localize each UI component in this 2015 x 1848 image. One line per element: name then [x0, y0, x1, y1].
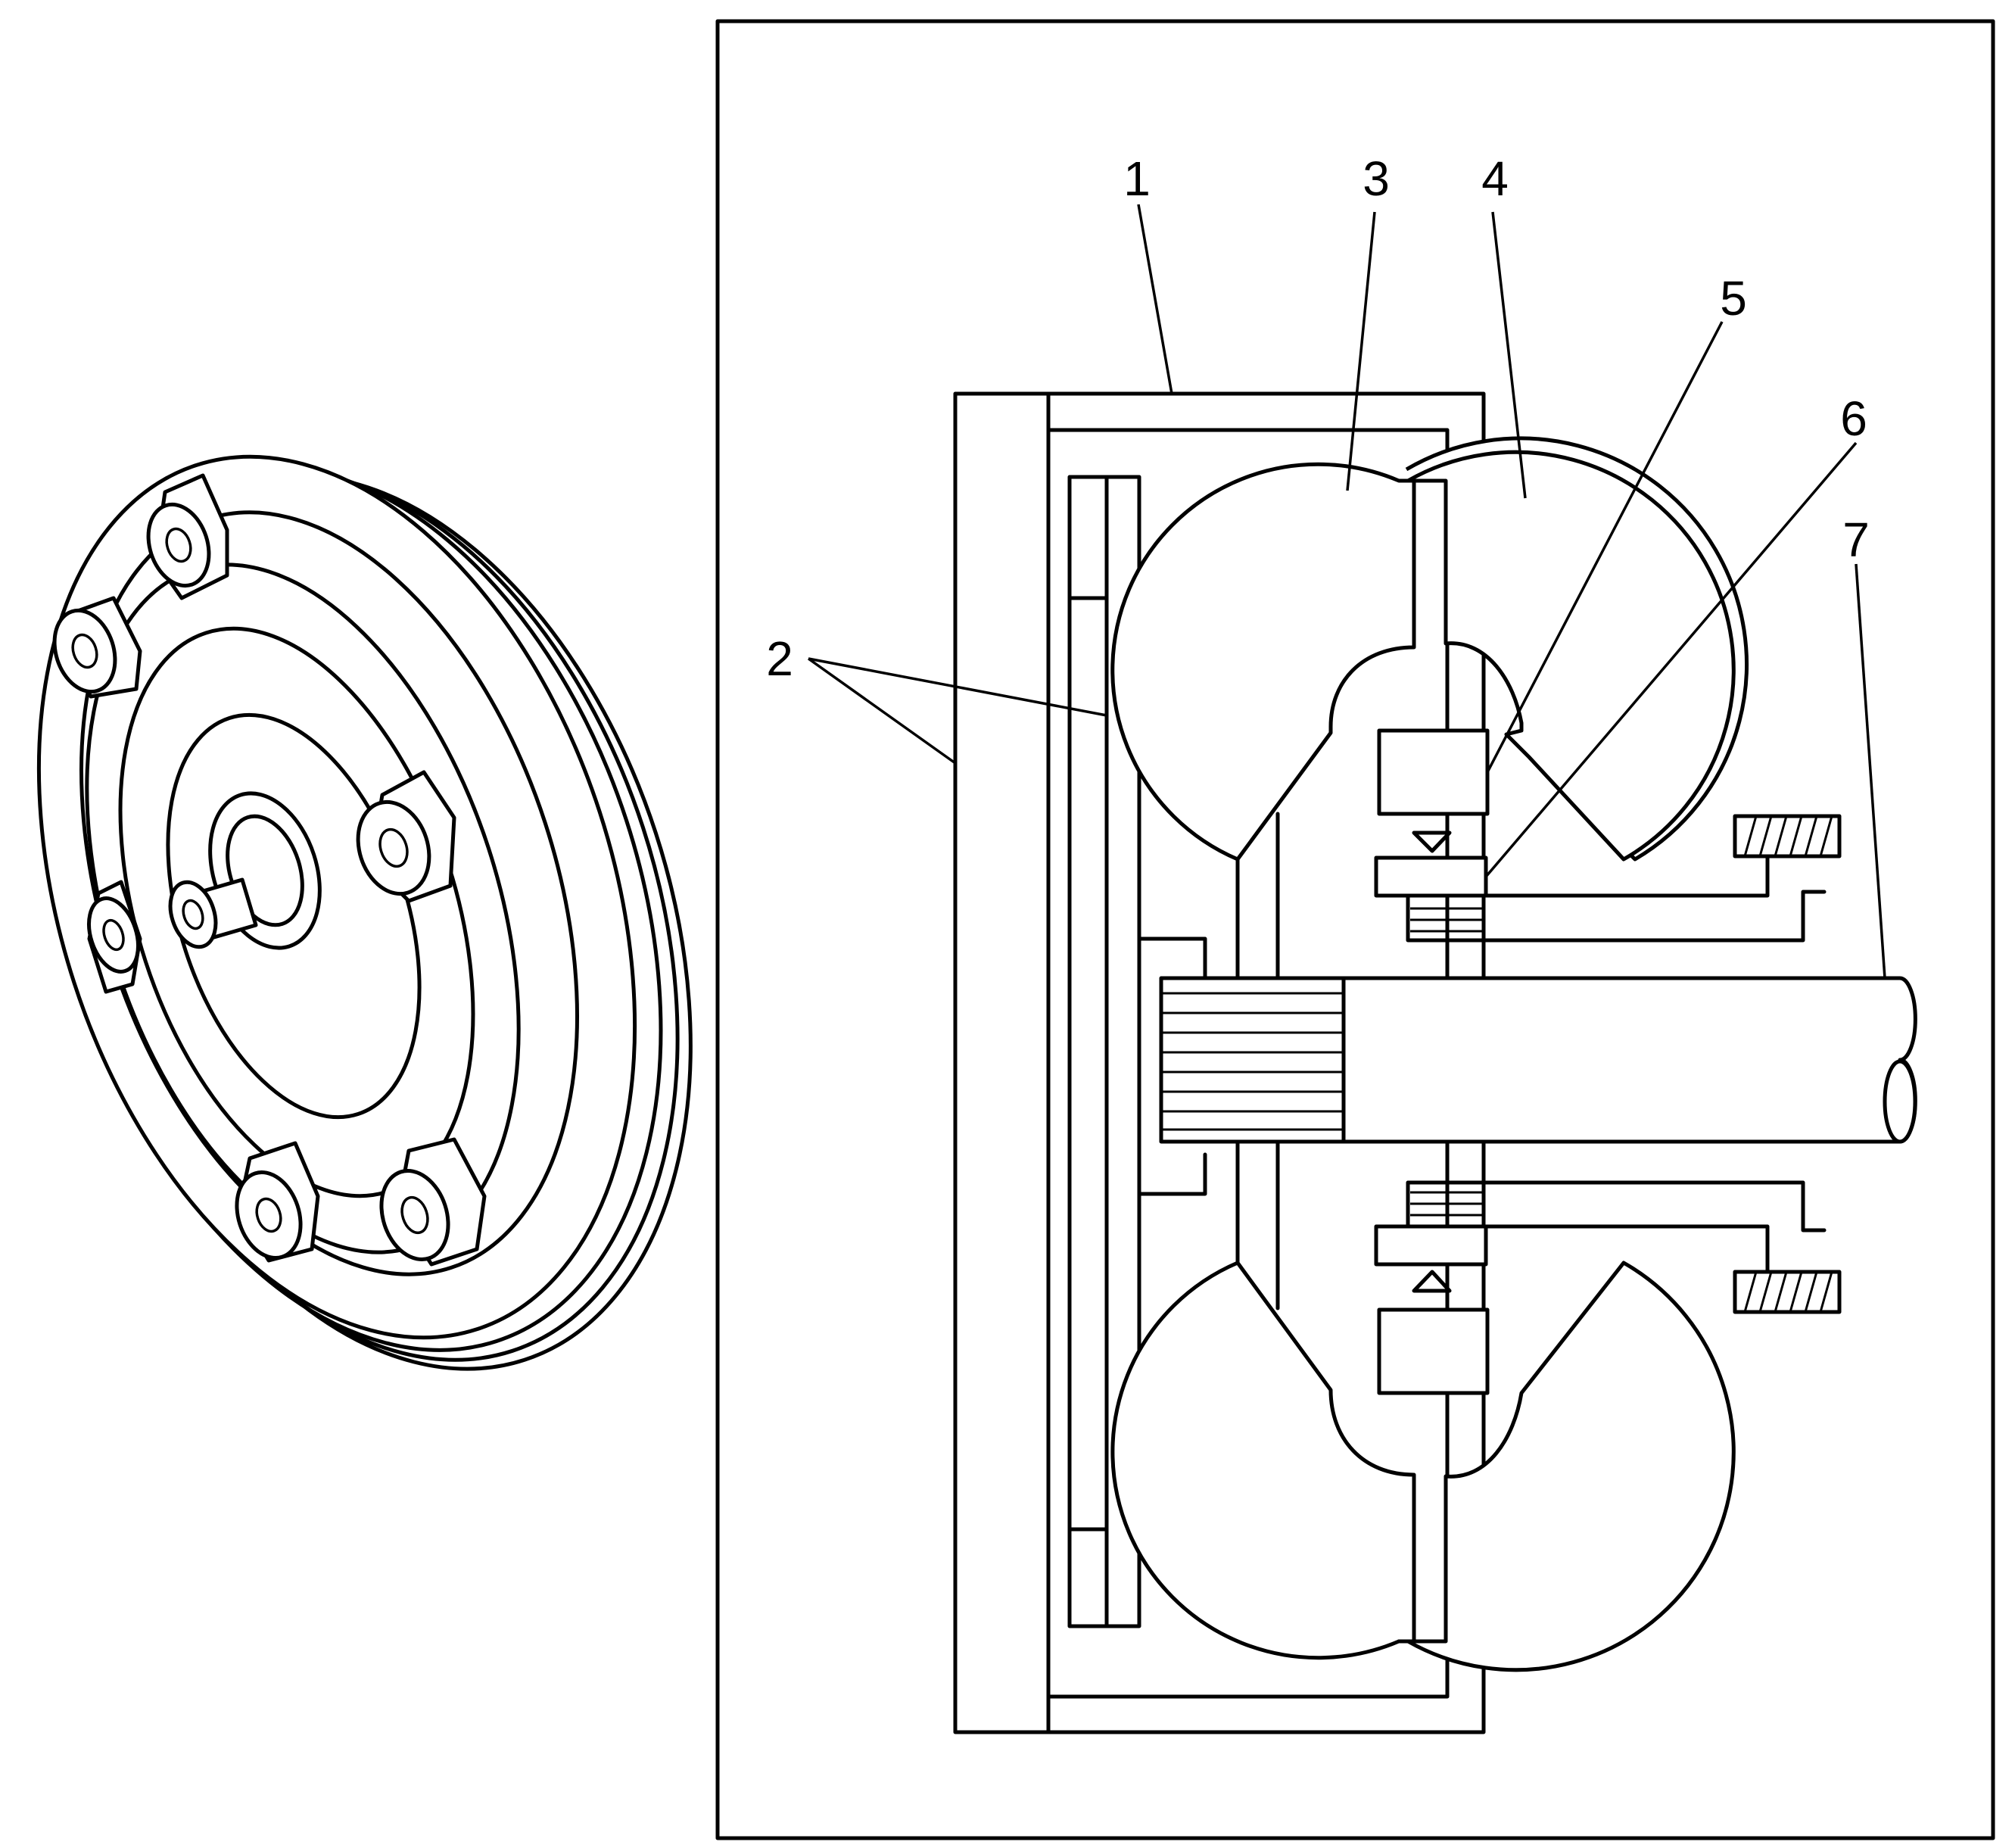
callout-5: 5 — [1720, 271, 1747, 326]
shaft-end — [1883, 1059, 1917, 1144]
leader-4 — [1491, 211, 1527, 499]
gear-teeth-lower — [1733, 1270, 1842, 1314]
one-way-clutch-lower-arrow — [1412, 1270, 1452, 1293]
torque-converter-illustration — [36, 454, 693, 1371]
pilot-stub-hole — [182, 899, 204, 930]
gear-hatch-upper — [1743, 815, 1833, 857]
mounting-lug-5 — [235, 1141, 320, 1263]
one-way-clutch-upper — [1374, 855, 1488, 898]
torque-converter-schematic — [953, 391, 1917, 1734]
pump-lower-shell — [1397, 1261, 1736, 1672]
turbine-lower — [1110, 1261, 1416, 1660]
leader-3 — [1346, 211, 1376, 491]
mounting-lug-4 — [87, 880, 142, 994]
leader-7 — [1855, 563, 1886, 979]
one-way-clutch-upper-arrow — [1412, 831, 1452, 853]
turbine-hub — [1137, 936, 1207, 1196]
turbine-upper — [1110, 462, 1416, 862]
callout-4: 4 — [1481, 151, 1509, 206]
callout-7: 7 — [1842, 513, 1870, 567]
leader-2b — [807, 657, 957, 765]
stator-support-upper — [1484, 853, 1770, 898]
stator-upper — [1377, 728, 1490, 816]
mounting-lug-3 — [356, 770, 456, 903]
callout-2: 2 — [766, 631, 793, 686]
gear-hatch-lower — [1743, 1271, 1833, 1313]
converter-housing — [953, 391, 1486, 1734]
schematic-frame — [715, 19, 1995, 1840]
spline-upper — [1410, 907, 1484, 933]
callout-6: 6 — [1840, 391, 1867, 446]
input-shaft — [1159, 976, 1917, 1144]
callout-labels: 1 2 3 4 5 6 7 — [766, 151, 1870, 686]
pump-upper-shell — [1397, 450, 1736, 862]
spline-lower — [1410, 1191, 1484, 1217]
turbine-shell-upper — [1235, 812, 1280, 980]
stator-shaft-upper — [1406, 890, 1827, 943]
clutch-plate-inner — [1104, 475, 1141, 1628]
turbine-shell-lower — [1235, 1139, 1280, 1310]
leader-6 — [1484, 441, 1858, 878]
callout-leaders — [807, 204, 1886, 979]
callout-1: 1 — [1123, 151, 1151, 206]
mounting-lug-6 — [379, 1137, 487, 1267]
pilot-stub-end — [168, 880, 218, 949]
clutch-plate-steps — [1067, 596, 1109, 1532]
stator-shaft-lower — [1406, 1180, 1827, 1233]
leader-2a — [808, 657, 1107, 717]
shaft-splines — [1161, 992, 1344, 1131]
mounting-lug-2 — [52, 596, 142, 699]
clutch-plate-outer — [1067, 475, 1109, 1628]
mounting-lug-1 — [146, 473, 229, 600]
callout-3: 3 — [1363, 151, 1390, 206]
leader-5 — [1486, 321, 1724, 773]
one-way-clutch-lower — [1374, 1224, 1488, 1267]
stator-support-lower — [1484, 1224, 1770, 1274]
stator-lower — [1377, 1307, 1490, 1395]
leader-1 — [1137, 204, 1173, 394]
